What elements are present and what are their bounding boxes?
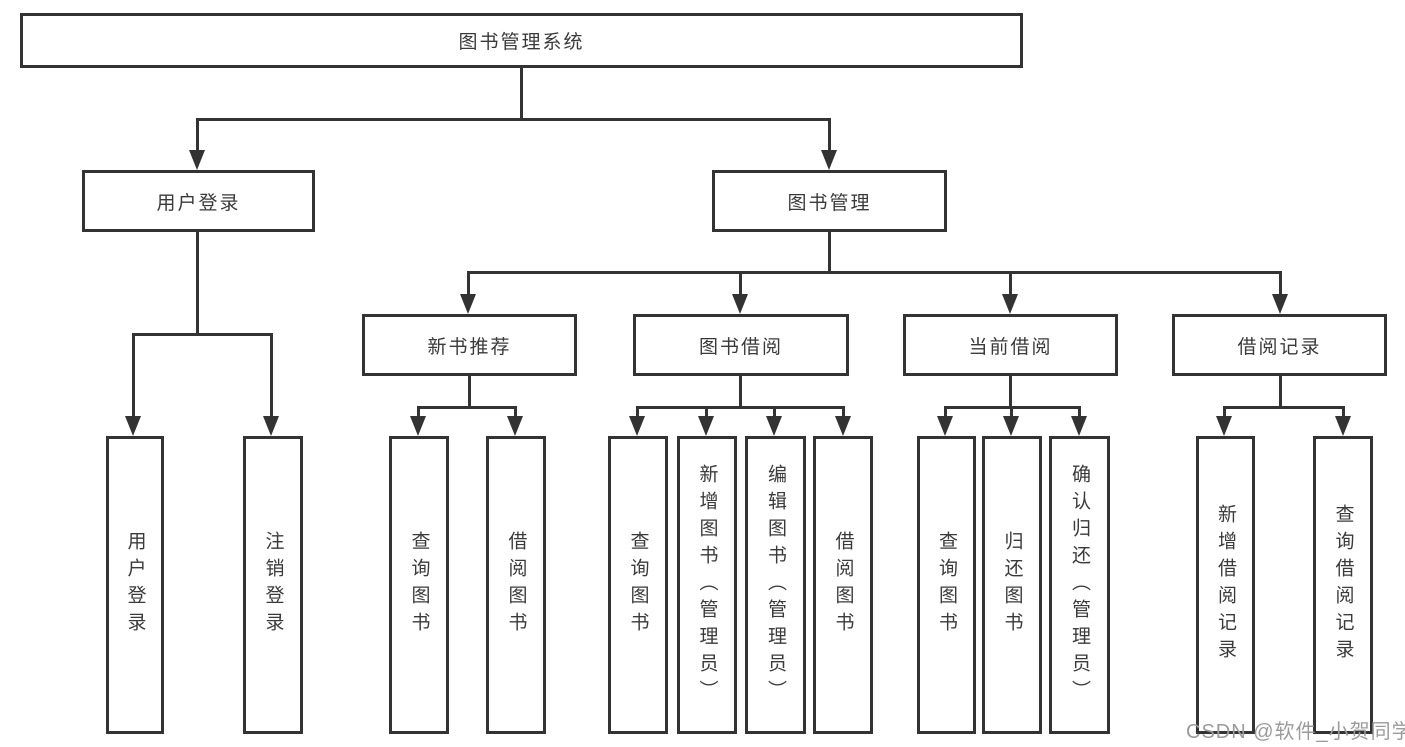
leaf-bb-edit-book-admin-label: 编辑图书（管理员） (765, 463, 786, 707)
leaf-nbr-query-books-label: 查询图书 (408, 531, 430, 639)
arrowhead-nbr-borrow (507, 416, 523, 436)
node-book-management-label: 图书管理 (787, 192, 872, 214)
connector-drop-br-add (1223, 406, 1226, 418)
arrowhead-cb-confirm (1071, 416, 1087, 436)
arrowhead-leaf-logout (263, 416, 279, 436)
node-root-library-management-system: 图书管理系统 (20, 13, 1023, 68)
node-book-borrowing-label: 图书借阅 (698, 336, 783, 358)
leaf-cb-confirm-return-admin-label: 确认归还（管理员） (1069, 463, 1090, 707)
arrowhead-new-book-rec (460, 294, 476, 314)
arrowhead-borrow-records (1272, 294, 1288, 314)
arrowhead-br-query (1335, 416, 1351, 436)
arrowhead-nbr-query (410, 416, 426, 436)
arrowhead-current-borrow (1002, 294, 1018, 314)
leaf-user-login-label: 用户登录 (124, 531, 146, 639)
connector-drop-book-borrow (739, 271, 742, 295)
leaf-br-query-borrow-record-label: 查询借阅记录 (1332, 504, 1354, 666)
connector-current-borrow-stem (1009, 376, 1012, 409)
arrowhead-book-management (821, 150, 837, 170)
arrowhead-cb-return (1003, 416, 1019, 436)
leaf-bb-add-book-admin-label: 新增图书（管理员） (696, 463, 718, 707)
node-book-management: 图书管理 (712, 170, 947, 232)
connector-book-borrow-stem (739, 376, 742, 409)
leaf-logout-label: 注销登录 (262, 531, 284, 639)
connector-book-mgmt-stem (828, 232, 831, 274)
leaf-cb-query-books-label: 查询图书 (936, 531, 957, 639)
leaf-cb-confirm-return-admin: 确认归还（管理员） (1049, 436, 1110, 734)
node-borrowing-records: 借阅记录 (1172, 314, 1387, 376)
arrowhead-bb-edit (766, 416, 782, 436)
connector-user-login-stem (196, 232, 199, 336)
arrowhead-bb-borrow (835, 416, 851, 436)
node-current-borrowing: 当前借阅 (903, 314, 1118, 376)
node-root-label: 图书管理系统 (458, 32, 585, 53)
node-borrowing-records-label: 借阅记录 (1237, 336, 1322, 358)
leaf-br-query-borrow-record: 查询借阅记录 (1313, 436, 1373, 734)
node-book-borrowing: 图书借阅 (633, 314, 849, 376)
connector-drop-leaf-user-login (132, 333, 135, 416)
connector-book-borrow-hbar (636, 406, 844, 409)
connector-user-login-hbar (132, 333, 273, 336)
connector-drop-user-login (196, 118, 199, 152)
arrowhead-br-add (1216, 416, 1232, 436)
connector-new-book-rec-stem (468, 376, 471, 409)
connector-drop-bb-query (636, 406, 639, 418)
csdn-watermark: CSDN @软件_小贺同学 (1186, 721, 1405, 743)
leaf-logout: 注销登录 (243, 436, 303, 734)
connector-borrow-records-stem (1279, 376, 1282, 409)
connector-drop-borrow-records (1279, 271, 1282, 295)
connector-book-mgmt-hbar (467, 271, 1281, 274)
connector-drop-book-management (828, 118, 831, 152)
leaf-bb-borrow-books: 借阅图书 (813, 436, 873, 734)
connector-drop-cb-query (944, 406, 947, 418)
leaf-cb-return-books-label: 归还图书 (1001, 531, 1023, 639)
connector-drop-current-borrow (1009, 271, 1012, 295)
arrowhead-bb-query (629, 416, 645, 436)
connector-drop-new-book-rec (467, 271, 470, 295)
arrowhead-user-login (189, 150, 205, 170)
leaf-bb-add-book-admin: 新增图书（管理员） (677, 436, 737, 734)
arrowhead-leaf-user-login (125, 416, 141, 436)
connector-drop-leaf-logout (270, 333, 273, 416)
node-user-login-label: 用户登录 (156, 192, 241, 214)
leaf-nbr-query-books: 查询图书 (389, 436, 449, 734)
connector-drop-bb-edit (773, 406, 776, 418)
leaf-br-add-borrow-record-label: 新增借阅记录 (1215, 504, 1236, 666)
leaf-cb-return-books: 归还图书 (982, 436, 1042, 734)
connector-drop-cb-confirm (1078, 406, 1081, 418)
node-user-login: 用户登录 (82, 170, 315, 232)
arrowhead-cb-query (937, 416, 953, 436)
leaf-user-login: 用户登录 (106, 436, 164, 734)
leaf-bb-query-books-label: 查询图书 (627, 531, 649, 639)
node-new-book-recommendation: 新书推荐 (362, 314, 577, 376)
leaf-cb-query-books: 查询图书 (917, 436, 976, 734)
connector-drop-nbr-query (417, 406, 420, 418)
connector-drop-br-query (1342, 406, 1345, 418)
connector-root-stem (520, 68, 523, 118)
leaf-nbr-borrow-books-label: 借阅图书 (505, 531, 527, 639)
arrowhead-book-borrow (732, 294, 748, 314)
node-current-borrowing-label: 当前借阅 (968, 336, 1053, 358)
leaf-bb-query-books: 查询图书 (608, 436, 668, 734)
node-new-book-recommendation-label: 新书推荐 (427, 336, 512, 358)
arrowhead-bb-add (698, 416, 714, 436)
leaf-br-add-borrow-record: 新增借阅记录 (1196, 436, 1255, 734)
leaf-bb-edit-book-admin: 编辑图书（管理员） (745, 436, 806, 734)
connector-borrow-records-hbar (1223, 406, 1344, 409)
leaf-bb-borrow-books-label: 借阅图书 (832, 531, 854, 639)
connector-root-hbar (196, 118, 831, 121)
leaf-nbr-borrow-books: 借阅图书 (486, 436, 546, 734)
connector-drop-bb-add (705, 406, 708, 418)
connector-new-book-rec-hbar (417, 406, 516, 409)
connector-drop-bb-borrow (842, 406, 845, 418)
connector-drop-nbr-borrow (514, 406, 517, 418)
connector-drop-cb-return (1010, 406, 1013, 418)
